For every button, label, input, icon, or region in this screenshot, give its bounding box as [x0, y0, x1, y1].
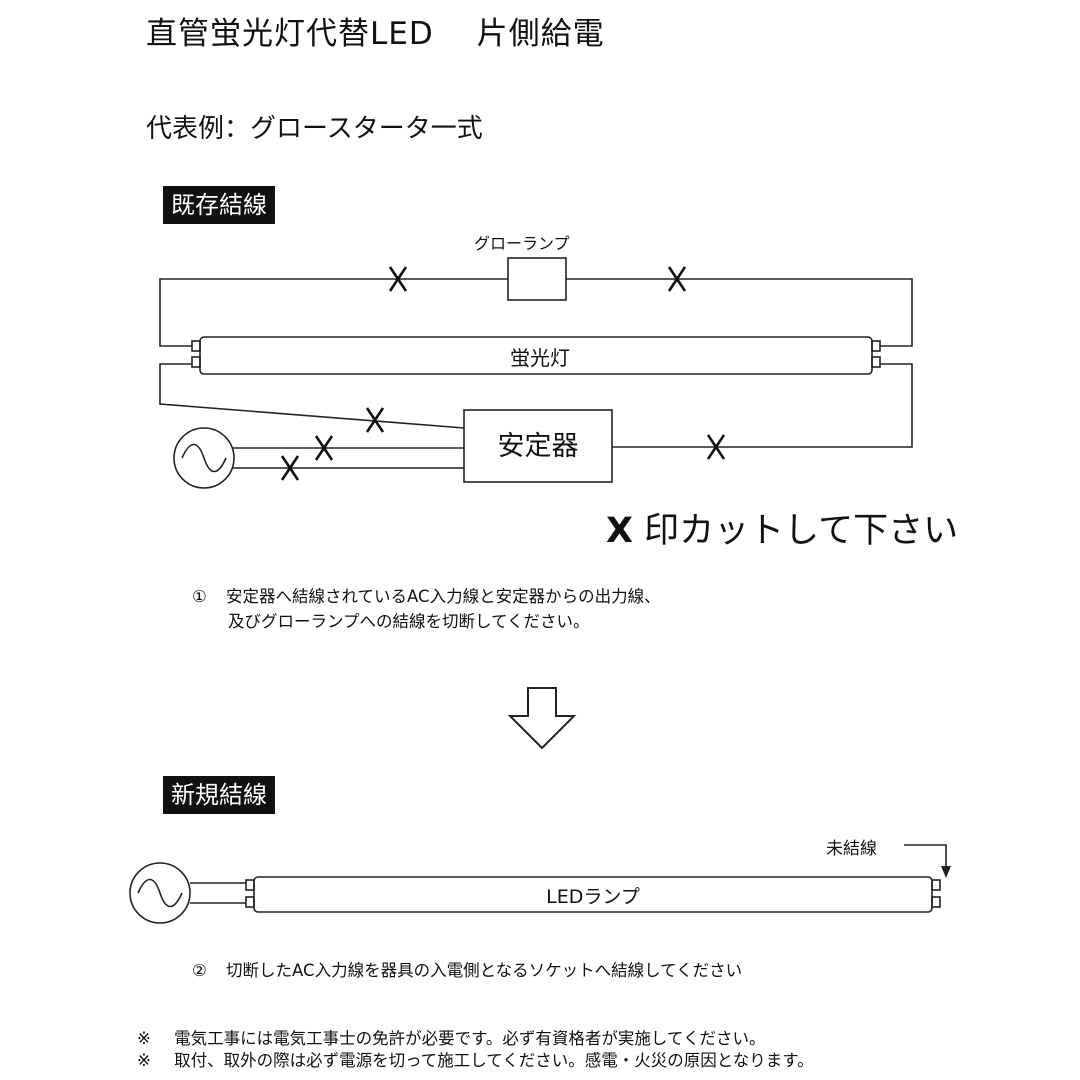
- step2-note: ② 切断したAC入力線を器具の入電側となるソケットへ結線してください: [192, 958, 742, 983]
- step1-line1: 安定器へ結線されているAC入力線と安定器からの出力線、: [226, 587, 661, 606]
- down-arrow-icon: [507, 687, 577, 750]
- footnote-2-mark: ※: [137, 1051, 151, 1070]
- cut-mark-4: [314, 435, 334, 461]
- footnote-2: ※ 取付、取外の際は必ず電源を切って施工してください。感電・火災の原因となります…: [137, 1050, 814, 1072]
- tube-to-ballast-wire: [159, 363, 465, 429]
- tube-pin-left-top: [191, 340, 201, 352]
- cut-mark-symbol: X: [606, 511, 633, 551]
- page-subtitle: 代表例：グロースタータ一式: [146, 114, 483, 144]
- step1-note: ① 安定器へ結線されているAC入力線と安定器からの出力線、 及びグローランプへの…: [192, 584, 661, 634]
- tube-label: 蛍光灯: [510, 346, 570, 370]
- led-tube-label: LEDランプ: [546, 886, 640, 908]
- top-right-wire: [566, 278, 913, 347]
- step1-line2: 及びグローランプへの結線を切断してください。: [228, 612, 590, 631]
- led-tube: [253, 876, 933, 913]
- fluorescent-tube: [199, 336, 873, 375]
- led-pin-right-bottom: [931, 896, 941, 908]
- glow-lamp-box: [507, 257, 567, 301]
- top-left-wire: [159, 278, 508, 347]
- step2-text: 切断したAC入力線を器具の入電側となるソケットへ結線してください: [226, 961, 743, 980]
- ac-source-circle: [173, 427, 235, 489]
- led-ac-source-circle: [129, 862, 191, 924]
- cut-mark-5: [280, 455, 300, 481]
- cut-legend: X 印カットして下さい: [606, 502, 958, 553]
- unconnected-label: 未結線: [826, 839, 877, 859]
- led-pin-left-bottom: [245, 896, 255, 908]
- footnote-1-text: 電気工事には電気工事士の免許が必要です。必ず有資格者が実施してください。: [174, 1029, 766, 1048]
- existing-wiring-tag: 既存結線: [163, 186, 275, 224]
- glow-lamp-label: グローランプ: [474, 234, 570, 253]
- led-ac-wave-icon: [137, 878, 183, 908]
- footnote-2-text: 取付、取外の際は必ず電源を切って施工してください。感電・火災の原因となります。: [174, 1051, 814, 1070]
- cut-legend-text: 印カットして下さい: [644, 511, 959, 551]
- ballast-label: 安定器: [497, 431, 579, 462]
- cut-mark-1: [388, 266, 408, 292]
- ac-wave-icon: [181, 443, 227, 473]
- tube-pin-left-bottom: [191, 356, 201, 368]
- step1-number: ①: [192, 587, 207, 606]
- unconnected-arrowhead-icon: [941, 866, 951, 878]
- cut-mark-3: [365, 407, 385, 433]
- page-title: 直管蛍光灯代替LED 片側給電: [146, 16, 605, 52]
- unconnected-pointer-line: [904, 844, 947, 872]
- led-pin-right-top: [931, 879, 941, 891]
- footnote-1-mark: ※: [137, 1029, 151, 1048]
- led-pin-left-top: [245, 879, 255, 891]
- cut-mark-2: [667, 266, 687, 292]
- cut-mark-6: [706, 434, 726, 460]
- ballast-box: [463, 409, 613, 483]
- new-wiring-tag: 新規結線: [163, 776, 275, 814]
- step2-number: ②: [192, 961, 207, 980]
- cut-marks: [280, 266, 726, 481]
- footnote-1: ※ 電気工事には電気工事士の免許が必要です。必ず有資格者が実施してください。: [137, 1028, 765, 1050]
- ballast-to-tube-wire: [612, 363, 913, 448]
- tube-pin-right-top: [871, 340, 881, 352]
- tube-pin-right-bottom: [871, 356, 881, 368]
